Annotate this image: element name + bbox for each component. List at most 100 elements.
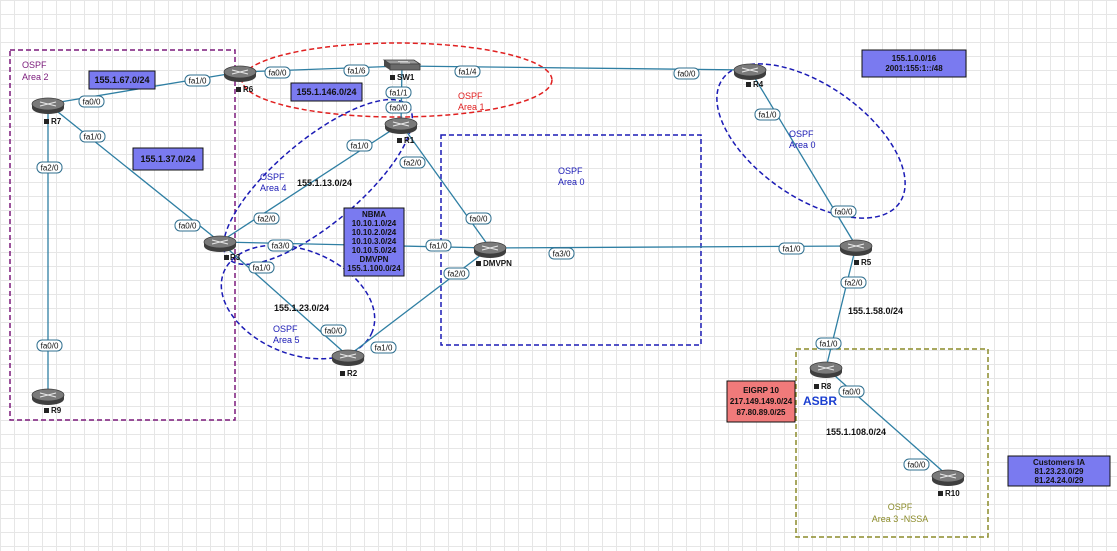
switch-icon: [382, 59, 422, 71]
dmvpn-fa00-interface-label: fa0/0: [465, 212, 492, 225]
svg-text:fa1/0: fa1/0: [783, 245, 801, 254]
router-r3[interactable]: R3: [203, 235, 241, 262]
svg-text:fa1/0: fa1/0: [375, 344, 393, 353]
link-r2-dmvpn: [347, 247, 491, 357]
svg-text:fa1/0: fa1/0: [820, 340, 838, 349]
device-label: R7: [51, 117, 62, 126]
svg-text:fa3/0: fa3/0: [553, 250, 571, 259]
svg-text:fa1/0: fa1/0: [351, 142, 369, 151]
area-3-nssa-label: OSPF Area 3 -NSSA: [872, 502, 929, 524]
r8-fa10-interface-label: fa1/0: [815, 337, 842, 350]
link-r3-r2: [219, 241, 349, 357]
svg-text:fa2/0: fa2/0: [258, 215, 276, 224]
nbma-dmvpn-subnets-box: NBMA 10.10.1.0/24 10.10.2.0/24 10.10.3.0…: [343, 207, 405, 277]
svg-text:Area 3 -NSSA: Area 3 -NSSA: [872, 514, 929, 524]
area-3-nssa-boundary: [795, 348, 989, 538]
router-r10[interactable]: R10: [931, 469, 965, 498]
router-icon: [31, 388, 65, 405]
r7-fa20-interface-label: fa2/0: [36, 161, 63, 174]
router-r8[interactable]: R8: [809, 361, 843, 391]
area-2-boundary: [9, 49, 236, 421]
subnet-155-1-58-label: 155.1.58.0/24: [848, 306, 903, 316]
router-r5[interactable]: R5: [839, 239, 873, 267]
svg-text:fa1/4: fa1/4: [459, 68, 477, 77]
router-icon: [31, 97, 65, 114]
subnet-155-1-13-label: 155.1.13.0/24: [297, 178, 352, 188]
svg-text:fa1/1: fa1/1: [390, 89, 408, 98]
r4-fa10-interface-label: fa1/0: [754, 108, 781, 121]
router-icon: [331, 349, 365, 366]
router-r9[interactable]: R9: [31, 388, 65, 415]
svg-text:87.80.89.0/25: 87.80.89.0/25: [737, 408, 786, 417]
svg-text:OSPF: OSPF: [260, 172, 285, 182]
svg-text:fa2/0: fa2/0: [404, 159, 422, 168]
svg-text:OSPF: OSPF: [458, 91, 483, 101]
svg-text:fa0/0: fa0/0: [835, 208, 853, 217]
router-r1[interactable]: R1: [384, 117, 418, 145]
svg-text:fa0/0: fa0/0: [678, 70, 696, 79]
router-icon: [223, 65, 257, 82]
link-r6-sw1: [239, 65, 403, 73]
subnet-155-1-67-box: 155.1.67.0/24: [88, 70, 156, 90]
asbr-label: ASBR: [803, 394, 837, 408]
subnet-155-1-37-box: 155.1.37.0/24: [132, 147, 204, 171]
r5-fa20-interface-label: fa2/0: [840, 276, 867, 289]
r6-fa10-interface-label: fa1/0: [184, 74, 211, 87]
dmvpn-fa10-interface-label: fa1/0: [425, 239, 452, 252]
svg-text:155.1.37.0/24: 155.1.37.0/24: [140, 154, 195, 164]
svg-text:OSPF: OSPF: [22, 60, 47, 70]
area-4-label: OSPF Area 4: [260, 172, 287, 193]
r10-fa00-interface-label: fa0/0: [903, 458, 930, 471]
svg-text:Area 0: Area 0: [789, 140, 816, 150]
router-icon: [809, 361, 843, 378]
svg-text:10.10.1.0/24: 10.10.1.0/24: [352, 219, 397, 228]
svg-text:fa1/0: fa1/0: [253, 264, 271, 273]
svg-text:Customers IA: Customers IA: [1033, 458, 1085, 467]
r6-fa00-interface-label: fa0/0: [264, 66, 291, 79]
router-icon: [384, 117, 418, 134]
router-r4[interactable]: R4: [733, 63, 767, 89]
device-label: R6: [243, 85, 254, 94]
eigrp-10-box: EIGRP 10 217.149.149.0/24 87.80.89.0/25: [726, 380, 796, 423]
router-r2[interactable]: R2: [331, 349, 365, 378]
area-0-right-label: OSPF Area 0: [789, 129, 816, 150]
svg-text:fa0/0: fa0/0: [325, 327, 343, 336]
router-icon: [203, 235, 237, 252]
svg-text:OSPF: OSPF: [558, 166, 583, 176]
svg-text:10.10.5.0/24: 10.10.5.0/24: [352, 246, 397, 255]
switch-sw1[interactable]: SW1: [382, 59, 422, 82]
svg-text:155.1.100.0/24: 155.1.100.0/24: [347, 264, 401, 273]
device-label: R4: [753, 80, 764, 89]
svg-text:155.1.146.0/24: 155.1.146.0/24: [296, 87, 356, 97]
svg-text:fa0/0: fa0/0: [41, 342, 59, 351]
svg-text:2001:155:1::/48: 2001:155:1::/48: [885, 64, 943, 73]
router-r6[interactable]: R6: [223, 65, 257, 94]
links: [47, 65, 949, 477]
r3-fa20-interface-label: fa2/0: [253, 212, 280, 225]
router-r7[interactable]: R7: [31, 97, 65, 126]
device-label: R5: [861, 258, 872, 267]
sw1-fa11-interface-label: fa1/1: [385, 86, 412, 99]
r4-fa00-interface-label: fa0/0: [673, 67, 700, 80]
svg-text:fa1/0: fa1/0: [759, 111, 777, 120]
area-0-center-label: OSPF Area 0: [558, 166, 585, 187]
router-icon: [473, 241, 507, 258]
sw1-fa16-interface-label: fa1/6: [343, 64, 370, 77]
area-5-boundary: [220, 244, 376, 360]
r3-fa30-interface-label: fa3/0: [267, 239, 294, 252]
link-r8-r10: [825, 367, 949, 477]
r5-fa00-interface-label: fa0/0: [830, 205, 857, 218]
svg-text:DMVPN: DMVPN: [360, 255, 389, 264]
device-label: R8: [821, 382, 832, 391]
svg-text:Area 1: Area 1: [458, 102, 485, 112]
svg-text:fa0/0: fa0/0: [83, 98, 101, 107]
router-icon: [733, 63, 767, 80]
router-dmvpn[interactable]: DMVPN: [473, 241, 512, 268]
svg-text:10.10.3.0/24: 10.10.3.0/24: [352, 237, 397, 246]
svg-text:fa0/0: fa0/0: [908, 461, 926, 470]
device-label: R10: [945, 489, 960, 498]
svg-text:81.23.23.0/29: 81.23.23.0/29: [1035, 467, 1084, 476]
r2-fa00-interface-label: fa0/0: [320, 324, 347, 337]
svg-text:fa2/0: fa2/0: [845, 279, 863, 288]
